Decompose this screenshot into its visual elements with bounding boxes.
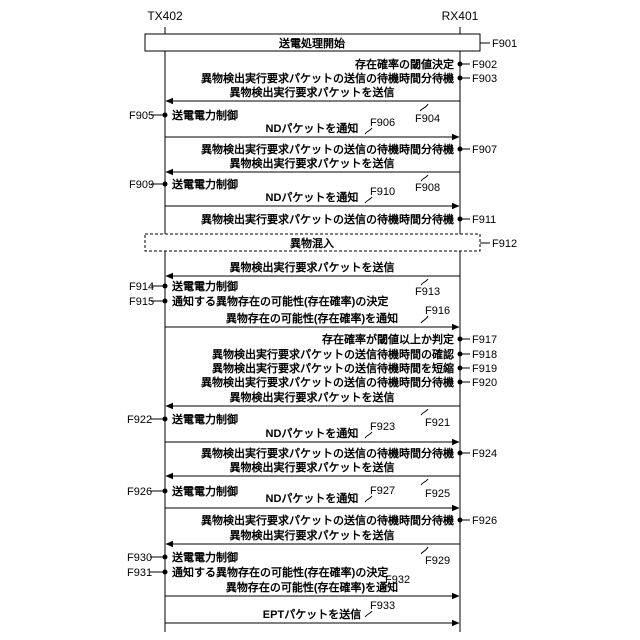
message-label: NDパケットを通知 <box>266 426 359 440</box>
rx-step-dot <box>458 217 463 222</box>
step-ref: F903 <box>472 73 497 85</box>
process-start-label: 送電処理開始 <box>278 36 345 50</box>
step-ref: F930 <box>127 552 152 564</box>
tx-step-dot <box>163 299 168 304</box>
rx-step-dot <box>458 366 463 371</box>
step-ref: F906 <box>370 117 395 129</box>
step-ref: F920 <box>472 377 497 389</box>
step-ref: F927 <box>370 485 395 497</box>
ref-leader <box>421 479 428 485</box>
ref-leader <box>421 316 428 323</box>
tx-step-text: 送電電力制御 <box>171 550 238 564</box>
tx-step-text: 送電電力制御 <box>171 279 238 293</box>
tx-step-dot <box>163 284 168 289</box>
step-ref: F924 <box>472 448 497 460</box>
message-label: 異物検出実行要求パケットを送信 <box>230 528 395 542</box>
step-ref: F917 <box>472 334 497 346</box>
tx-step-dot <box>163 182 168 187</box>
ref-leader <box>421 175 428 181</box>
step-ref: F921 <box>425 417 450 429</box>
message-label: 異物存在の可能性(存在確率)を通知 <box>226 580 398 594</box>
rx-step-text: 異物検出実行要求パケットの送信の待機時間分待機 <box>201 142 454 156</box>
rx-step-text: 存在確率の閾値決定 <box>355 57 454 71</box>
message-label: 異物検出実行要求パケットを送信 <box>230 260 395 274</box>
step-ref: F929 <box>425 555 450 567</box>
message-label: NDパケットを通知 <box>266 121 359 135</box>
tx-step-text: 送電電力制御 <box>171 412 238 426</box>
message-label: 異物存在の可能性(存在確率)を通知 <box>226 311 398 325</box>
rx-step-text: 異物検出実行要求パケットの送信の待機時間分待機 <box>201 446 454 460</box>
step-ref: F911 <box>472 214 496 226</box>
tx-step-dot <box>163 570 168 575</box>
rx-step-dot <box>458 62 463 67</box>
step-ref: F905 <box>129 110 154 122</box>
message-label: 異物検出実行要求パケットを送信 <box>230 460 395 474</box>
participant-rx-label: RX401 <box>442 9 479 23</box>
step-ref: F907 <box>472 144 497 156</box>
rx-step-text: 異物検出実行要求パケットの送信の待機時間分待機 <box>201 212 454 226</box>
step-ref: F913 <box>415 286 440 298</box>
rx-step-text: 異物検出実行要求パケットの送信の待機時間分待機 <box>201 513 454 527</box>
step-ref: F914 <box>129 281 154 293</box>
rx-step-text: 異物検出実行要求パケットの送信待機時間の確認 <box>212 347 454 361</box>
tx-step-dot <box>163 489 168 494</box>
step-ref: F933 <box>370 600 395 612</box>
step-ref: F909 <box>129 179 154 191</box>
tx-step-text: 送電電力制御 <box>171 484 238 498</box>
step-ref: F910 <box>370 186 395 198</box>
ref-leader <box>421 547 428 554</box>
tx-step-text: 通知する異物存在の可能性(存在確率)の決定 <box>172 294 388 308</box>
step-ref: F912 <box>492 238 517 250</box>
tx-step-text: 送電電力制御 <box>171 108 238 122</box>
tx-step-text: 送電電力制御 <box>171 177 238 191</box>
rx-step-dot <box>458 147 463 152</box>
participant-tx-label: TX402 <box>147 9 183 23</box>
step-ref: F916 <box>425 305 450 317</box>
step-ref: F931 <box>127 567 152 579</box>
step-ref: F923 <box>370 421 395 433</box>
message-label: 異物検出実行要求パケットを送信 <box>230 390 395 404</box>
rx-step-text: 異物検出実行要求パケットの送信の待機時間分待機 <box>201 375 454 389</box>
rx-step-dot <box>458 76 463 81</box>
ref-leader <box>365 197 372 203</box>
rx-step-text: 存在確率が閾値以上か判定 <box>322 332 454 346</box>
rx-step-text: 異物検出実行要求パケットの送信の待機時間分待機 <box>201 71 454 85</box>
step-ref: F919 <box>472 363 497 375</box>
step-ref: F926 <box>127 486 152 498</box>
ref-leader <box>421 279 428 285</box>
ref-leader <box>365 432 372 438</box>
step-ref: F922 <box>127 414 152 426</box>
step-ref: F915 <box>129 296 154 308</box>
rx-step-dot <box>458 518 463 523</box>
step-ref: F902 <box>472 59 497 71</box>
rx-step-text: 異物検出実行要求パケットの送信待機時間を短縮 <box>212 361 454 375</box>
message-label: 異物検出実行要求パケットを送信 <box>230 156 395 170</box>
ref-leader <box>365 611 372 617</box>
tx-step-dot <box>163 417 168 422</box>
message-label: NDパケットを通知 <box>266 491 359 505</box>
ref-leader <box>421 409 428 415</box>
step-ref: F926 <box>472 515 497 527</box>
ref-leader <box>365 496 372 502</box>
rx-step-dot <box>458 337 463 342</box>
rx-step-dot <box>458 380 463 385</box>
step-ref: F908 <box>415 182 440 194</box>
tx-step-dot <box>163 113 168 118</box>
foreign-object-label: 異物混入 <box>290 236 334 250</box>
tx-step-text: 通知する異物存在の可能性(存在確率)の決定 <box>172 565 388 579</box>
rx-step-dot <box>458 352 463 357</box>
message-label: NDパケットを通知 <box>266 190 359 204</box>
tx-step-dot <box>163 555 168 560</box>
ref-leader <box>420 104 428 111</box>
step-ref: F918 <box>472 349 497 361</box>
step-ref: F904 <box>415 113 440 125</box>
step-ref: F925 <box>425 488 450 500</box>
ref-leader <box>365 128 372 134</box>
step-ref: F901 <box>492 38 517 50</box>
message-label: 異物検出実行要求パケットを送信 <box>230 85 395 99</box>
rx-step-dot <box>458 451 463 456</box>
message-label: EPTパケットを送信 <box>263 607 361 621</box>
